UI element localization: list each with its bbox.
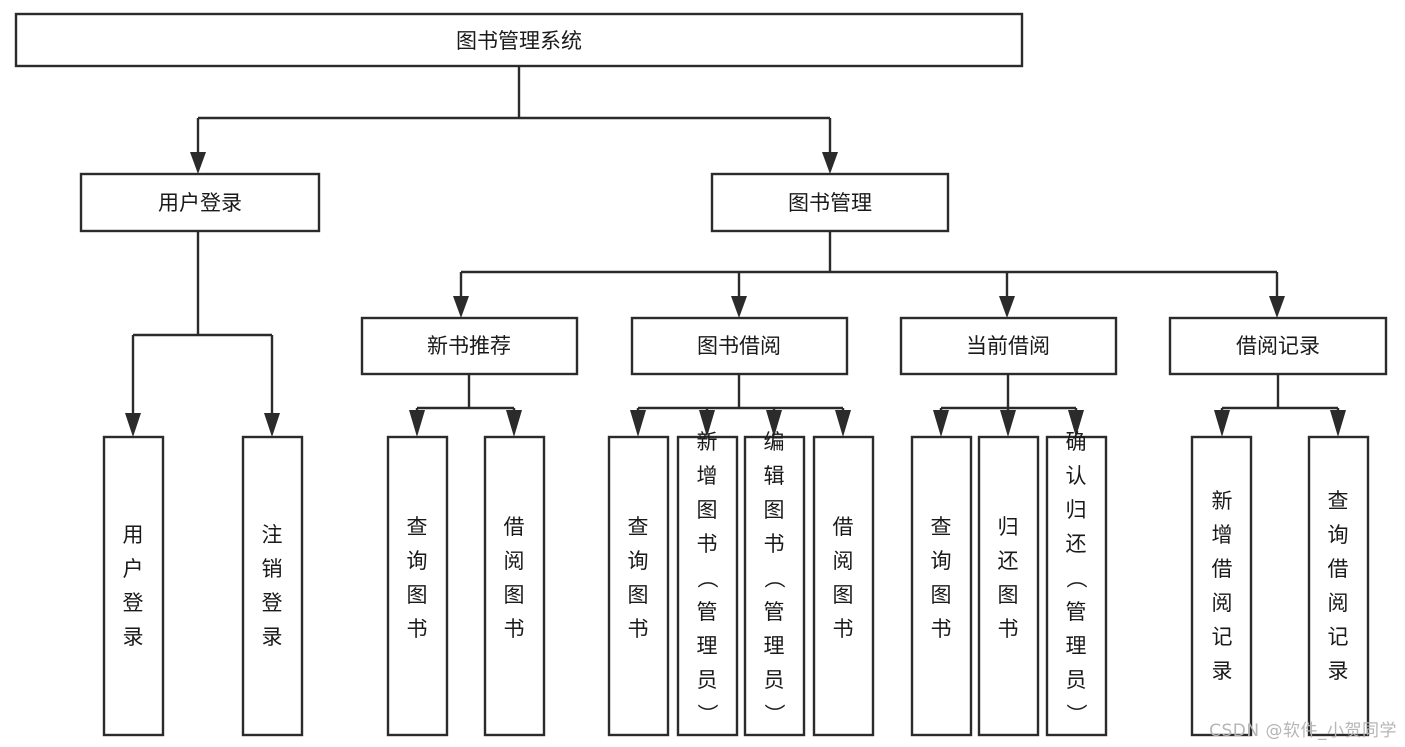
vertical-glyph-rotated: （ — [1064, 568, 1088, 589]
node-new-book-recommend-label: 新书推荐 — [427, 334, 511, 358]
node-leaf-confirm-return-box[interactable] — [1045, 435, 1108, 737]
node-book-manage-label: 图书管理 — [788, 191, 872, 215]
node-book-borrow[interactable]: 图书借阅 — [630, 316, 849, 376]
node-leaf-borrow-book-2[interactable]: 借阅图书 — [812, 435, 875, 737]
node-leaf-add-record-box[interactable] — [1190, 435, 1253, 737]
node-leaf-query-book-3-label: 查询图书 — [931, 515, 952, 641]
node-leaf-query-book-3[interactable]: 查询图书 — [910, 435, 973, 737]
arrow-leaf-borrow-book-2 — [835, 410, 851, 437]
node-leaf-user-login-label: 用户登录 — [123, 523, 144, 649]
node-book-manage[interactable]: 图书管理 — [710, 172, 950, 233]
node-book-borrow-label: 图书借阅 — [697, 334, 781, 358]
node-user-login-box[interactable] — [79, 172, 321, 233]
node-leaf-edit-book[interactable]: 编辑图书管理员 （ ） — [743, 430, 806, 737]
node-leaf-user-login[interactable]: 用户登录 — [102, 435, 165, 737]
arrow-leaf-query-book-3 — [933, 410, 949, 437]
node-leaf-return-book[interactable]: 归还图书 — [977, 435, 1040, 737]
arrow-to-book-manage — [822, 152, 838, 174]
node-leaf-return-book-box[interactable] — [977, 435, 1040, 737]
node-leaf-edit-book-label: 编辑图书管理员 — [764, 430, 785, 692]
node-leaf-borrow-book-2-box[interactable] — [812, 435, 875, 737]
arrow-leaf-return-book — [1000, 410, 1016, 437]
node-user-login-label: 用户登录 — [158, 191, 242, 215]
node-leaf-confirm-return[interactable]: 确认归还管理员 （ ） — [1045, 430, 1108, 737]
node-leaf-add-book[interactable]: 新增图书管理员 （ ） — [676, 430, 739, 737]
node-current-borrow-label: 当前借阅 — [966, 334, 1050, 358]
arrow-to-user-login — [190, 152, 206, 174]
node-current-borrow[interactable]: 当前借阅 — [899, 316, 1118, 376]
node-leaf-add-book-box[interactable] — [676, 435, 739, 737]
arrow-leaf-logout — [264, 413, 280, 437]
node-leaf-add-book-label: 新增图书管理员 — [697, 430, 718, 692]
vertical-glyph-rotated: （ — [762, 568, 786, 589]
arrow-leaf-add-record — [1214, 410, 1230, 437]
arrow-leaf-query-book-2 — [630, 410, 646, 437]
arrow-to-book-borrow — [731, 296, 747, 318]
arrow-leaf-add-book — [699, 410, 715, 437]
node-leaf-add-record[interactable]: 新增借阅记录 — [1190, 435, 1253, 737]
node-borrow-record-label: 借阅记录 — [1236, 334, 1320, 358]
node-root[interactable]: 图书管理系统 — [14, 12, 1024, 68]
arrow-leaf-edit-book — [766, 410, 782, 437]
arrow-to-new-book-recommend — [453, 296, 469, 318]
node-leaf-return-book-label: 归还图书 — [998, 515, 1019, 641]
node-user-login[interactable]: 用户登录 — [79, 172, 321, 233]
node-current-borrow-box[interactable] — [899, 316, 1118, 376]
arrow-to-borrow-record — [1269, 296, 1285, 318]
node-leaf-borrow-book-1-label: 借阅图书 — [504, 515, 525, 641]
node-leaf-query-record-box[interactable] — [1307, 435, 1370, 737]
node-leaf-borrow-book-2-label: 借阅图书 — [833, 515, 854, 641]
arrow-leaf-borrow-book-1 — [506, 410, 522, 437]
vertical-glyph-rotated: ） — [695, 704, 719, 725]
node-book-manage-box[interactable] — [710, 172, 950, 233]
node-leaf-confirm-return-label: 确认归还管理员 — [1066, 430, 1087, 692]
node-leaf-logout-box[interactable] — [241, 435, 304, 737]
node-leaf-query-book-2[interactable]: 查询图书 — [607, 435, 670, 737]
node-leaf-query-book-1-label: 查询图书 — [407, 515, 428, 641]
arrow-leaf-query-book-1 — [409, 410, 425, 437]
node-leaf-logout-label: 注销登录 — [262, 523, 283, 649]
arrow-leaf-query-record — [1330, 410, 1346, 437]
node-leaf-user-login-box[interactable] — [102, 435, 165, 737]
node-leaf-logout[interactable]: 注销登录 — [241, 435, 304, 737]
node-leaf-query-book-1-box[interactable] — [386, 435, 449, 737]
arrow-to-current-borrow — [999, 296, 1015, 318]
node-leaf-edit-book-box[interactable] — [743, 435, 806, 737]
node-leaf-query-book-2-box[interactable] — [607, 435, 670, 737]
vertical-glyph-rotated: （ — [695, 568, 719, 589]
vertical-glyph-rotated: ） — [1064, 704, 1088, 725]
node-leaf-borrow-book-1-box[interactable] — [483, 435, 546, 737]
node-leaf-add-record-label: 新增借阅记录 — [1212, 489, 1233, 683]
node-borrow-record[interactable]: 借阅记录 — [1168, 316, 1388, 376]
node-leaf-query-record[interactable]: 查询借阅记录 — [1307, 435, 1370, 737]
connector-layer — [125, 66, 1346, 437]
node-leaf-borrow-book-1[interactable]: 借阅图书 — [483, 435, 546, 737]
node-leaf-query-record-label: 查询借阅记录 — [1328, 489, 1349, 683]
node-book-borrow-box[interactable] — [630, 316, 849, 376]
node-borrow-record-box[interactable] — [1168, 316, 1388, 376]
node-new-book-recommend[interactable]: 新书推荐 — [360, 316, 579, 376]
node-leaf-query-book-2-label: 查询图书 — [628, 515, 649, 641]
arrow-leaf-confirm-return — [1068, 410, 1084, 437]
arrow-leaf-user-login — [125, 413, 141, 437]
node-root-label: 图书管理系统 — [456, 29, 582, 53]
node-leaf-query-book-3-box[interactable] — [910, 435, 973, 737]
vertical-glyph-rotated: ） — [762, 704, 786, 725]
node-new-book-recommend-box[interactable] — [360, 316, 579, 376]
node-leaf-query-book-1[interactable]: 查询图书 — [386, 435, 449, 737]
node-root-box[interactable] — [14, 12, 1024, 68]
